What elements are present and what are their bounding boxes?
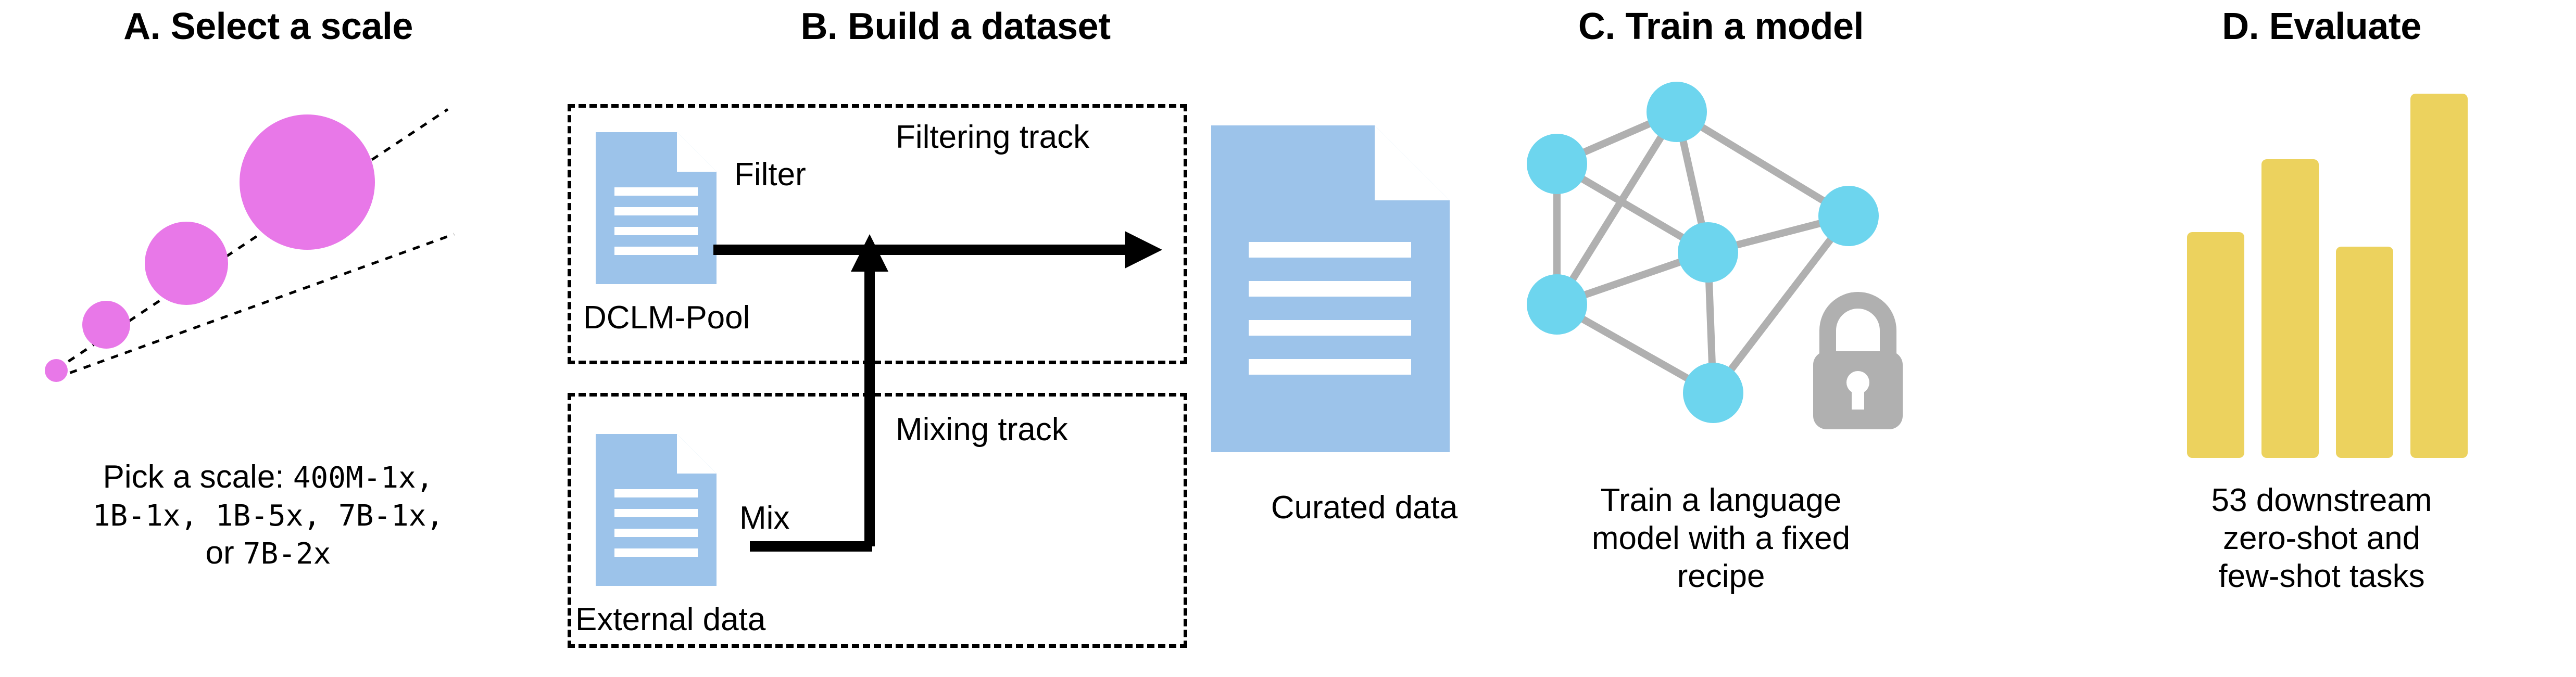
panel-b-title: B. Build a dataset [800, 6, 1111, 47]
panel-d-caption: 53 downstream zero-shot and few-shot tas… [2067, 481, 2576, 595]
panel-a-scales-1: 400M-1x, [293, 461, 434, 495]
panel-c-caption: Train a language model with a fixed reci… [1375, 481, 2067, 595]
bubble-1b-5x [145, 222, 228, 305]
panel-a-caption-prefix: Pick a scale: [103, 459, 293, 495]
filtering-track-box [568, 104, 1187, 364]
bubble-1b-1x [82, 301, 130, 349]
filter-to-curated-arrow [713, 231, 1162, 269]
panel-select-a-scale: A. Select a scale Pick a scale: 400M-1x,… [0, 0, 536, 677]
panel-d-caption-line1: 53 downstream [2211, 482, 2432, 518]
filter-operation-label: Filter [734, 157, 806, 193]
panel-c-caption-line1: Train a language [1600, 482, 1842, 518]
evaluation-bar-chart [2187, 94, 2468, 458]
bubble-400m [45, 359, 68, 382]
panel-d-title: D. Evaluate [2222, 6, 2421, 47]
curated-data-label: Curated data [1271, 490, 1458, 526]
panel-train-a-model: C. Train a model [1375, 0, 2067, 677]
bar-4 [2410, 94, 2468, 458]
cone-dashed-lines [55, 108, 455, 379]
panel-evaluate: D. Evaluate 53 downstream zero-shot and … [2067, 0, 2576, 677]
panel-a-scales-3: 7B-2x [243, 537, 331, 571]
bar-3 [2336, 247, 2393, 458]
dclm-pool-label: DCLM-Pool [583, 300, 750, 336]
network-nodes [1527, 82, 1879, 423]
bar-1 [2187, 232, 2244, 458]
panel-c-caption-line2: model with a fixed [1591, 520, 1851, 557]
bar-2 [2261, 159, 2319, 458]
filtering-track-label: Filtering track [896, 119, 1090, 155]
mix-horizontal-connector [750, 541, 872, 552]
panel-a-title: A. Select a scale [123, 6, 413, 47]
mixing-track-box [568, 393, 1187, 648]
lock-icon [1813, 292, 1903, 429]
panel-d-caption-line3: few-shot tasks [2218, 558, 2425, 595]
external-data-label: External data [575, 602, 766, 637]
panel-build-a-dataset: B. Build a dataset Filtering track Filte… [536, 0, 1457, 677]
panel-c-title: C. Train a model [1578, 6, 1864, 47]
mix-to-filter-arrow [851, 234, 888, 546]
scale-bubbles-illustration [31, 78, 500, 401]
neural-network-illustration [1527, 82, 1903, 429]
mix-operation-label: Mix [739, 500, 790, 536]
curated-data-document-icon [1211, 125, 1450, 452]
panel-a-caption: Pick a scale: 400M-1x, 1B-1x, 1B-5x, 7B-… [0, 458, 536, 572]
panel-d-caption-line2: zero-shot and [2222, 520, 2421, 557]
panel-c-caption-line3: recipe [1677, 558, 1765, 595]
external-data-document-icon [596, 434, 717, 586]
dclm-pool-document-icon [596, 132, 717, 284]
panel-a-scales-2: 1B-1x, 1B-5x, 7B-1x, [92, 499, 444, 533]
panel-a-caption-or: or [205, 535, 243, 571]
bubble-7b [240, 114, 375, 250]
mixing-track-label: Mixing track [896, 412, 1068, 448]
